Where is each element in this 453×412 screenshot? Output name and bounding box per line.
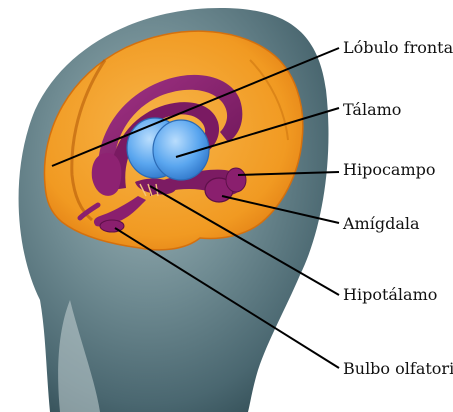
label-amygdala: Amígdala	[343, 215, 420, 233]
label-hypothalamus: Hipotálamo	[343, 286, 437, 304]
label-frontal-lobe: Lóbulo frontal	[343, 39, 453, 57]
label-thalamus: Tálamo	[343, 101, 401, 119]
label-olfactory-bulb: Bulbo olfatorio	[343, 360, 453, 378]
hippocampus-tail	[226, 168, 246, 192]
label-hippocampus: Hipocampo	[343, 161, 436, 179]
